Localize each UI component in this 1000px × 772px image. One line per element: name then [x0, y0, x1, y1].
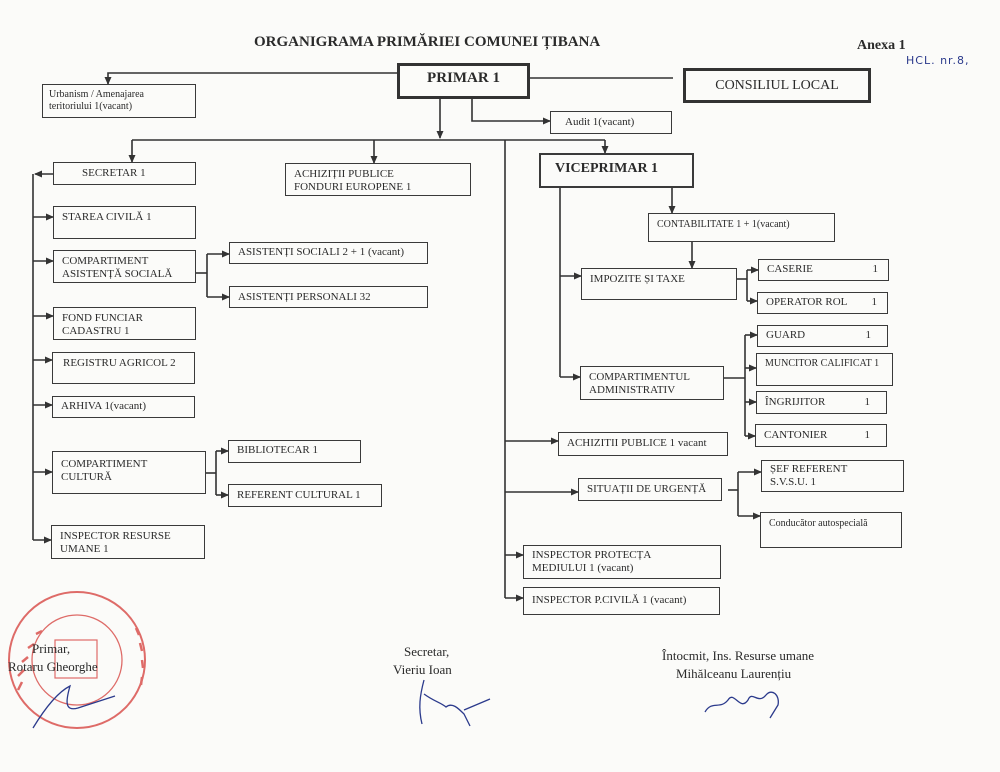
primar-signature-role: Primar,	[32, 641, 71, 656]
asistenti-personali-box: ASISTENȚI PERSONALI 32	[229, 286, 428, 308]
conducator-box: Conducător autospecială	[760, 512, 902, 548]
situatii-urgenta-box: SITUAȚII DE URGENȚĂ	[578, 478, 722, 501]
signature-marks	[32, 679, 779, 729]
sef-referent-box: ȘEF REFERENT S.V.S.U. 1	[761, 460, 904, 492]
cantonier-label: CANTONIER	[764, 429, 828, 441]
consiliul-local-box: CONSILIUL LOCAL	[683, 68, 871, 103]
secretar-signature-role: Secretar,	[404, 644, 450, 659]
handwritten-note: HCL. nr.8,	[906, 54, 970, 67]
resurse-umane-box: INSPECTOR RESURSE UMANE 1	[51, 525, 205, 559]
cantonier-count: 1	[864, 429, 871, 441]
primar-signature-name: Rotaru Gheorghe	[8, 659, 98, 674]
viceprimar-box: VICEPRIMAR 1	[539, 153, 694, 188]
muncitor-box: MUNCITOR CALIFICAT 1	[756, 353, 893, 386]
primar-box: PRIMAR 1	[397, 63, 530, 99]
administrativ-box: COMPARTIMENTUL ADMINISTRATIV	[580, 366, 724, 400]
cultura-box: COMPARTIMENT CULTURĂ	[52, 451, 206, 494]
achizitii-fonduri-box: ACHIZIȚII PUBLICE FONDURI EUROPENE 1	[285, 163, 471, 196]
asistenta-sociala-box: COMPARTIMENT ASISTENȚĂ SOCIALĂ	[53, 250, 196, 283]
fond-funciar-box: FOND FUNCIAR CADASTRU 1	[53, 307, 196, 340]
ingrijitor-count: 1	[864, 396, 871, 408]
secretar-box: SECRETAR 1	[53, 162, 196, 185]
operator-rol-label: OPERATOR ROL	[766, 296, 848, 308]
impozite-box: IMPOZITE ȘI TAXE	[581, 268, 737, 300]
guard-label: GUARD	[766, 329, 806, 341]
urbanism-box: Urbanism / Amenajarea teritoriului 1(vac…	[42, 84, 196, 118]
registru-agricol-box: REGISTRU AGRICOL 2	[52, 352, 195, 384]
secretar-signature-name: Vieriu Ioan	[393, 662, 452, 677]
arhiva-box: ARHIVA 1(vacant)	[52, 396, 195, 418]
operator-rol-box: OPERATOR ROL 1	[757, 292, 888, 314]
caserie-count: 1	[872, 263, 879, 275]
guard-box: GUARD 1	[757, 325, 888, 347]
annex-label: Anexa 1	[857, 38, 906, 53]
referent-cultural-box: REFERENT CULTURAL 1	[228, 484, 382, 507]
operator-rol-count: 1	[871, 296, 878, 308]
intocmit-signature-name: Mihălceanu Laurențiu	[676, 666, 792, 681]
caserie-label: CASERIE	[767, 263, 813, 275]
achizitii-publice-box: ACHIZITII PUBLICE 1 vacant	[558, 432, 728, 456]
official-stamp	[8, 591, 146, 729]
protectie-civila-box: INSPECTOR P.CIVILĂ 1 (vacant)	[523, 587, 720, 615]
guard-count: 1	[865, 329, 872, 341]
cantonier-box: CANTONIER 1	[755, 424, 887, 447]
caserie-box: CASERIE 1	[758, 259, 889, 281]
audit-box: Audit 1(vacant)	[550, 111, 672, 134]
starea-civila-box: STAREA CIVILĂ 1	[53, 206, 196, 239]
bibliotecar-box: BIBLIOTECAR 1	[228, 440, 361, 463]
intocmit-signature-role: Întocmit, Ins. Resurse umane	[662, 648, 814, 663]
asistenti-sociali-box: ASISTENȚI SOCIALI 2 + 1 (vacant)	[229, 242, 428, 264]
contabilitate-box: CONTABILITATE 1 + 1(vacant)	[648, 213, 835, 242]
ingrijitor-label: ÎNGRIJITOR	[765, 396, 826, 408]
page-title: ORGANIGRAMA PRIMĂRIEI COMUNEI ȚIBANA	[254, 34, 601, 50]
protectia-mediului-box: INSPECTOR PROTECȚA MEDIULUI 1 (vacant)	[523, 545, 721, 579]
ingrijitor-box: ÎNGRIJITOR 1	[756, 391, 887, 414]
